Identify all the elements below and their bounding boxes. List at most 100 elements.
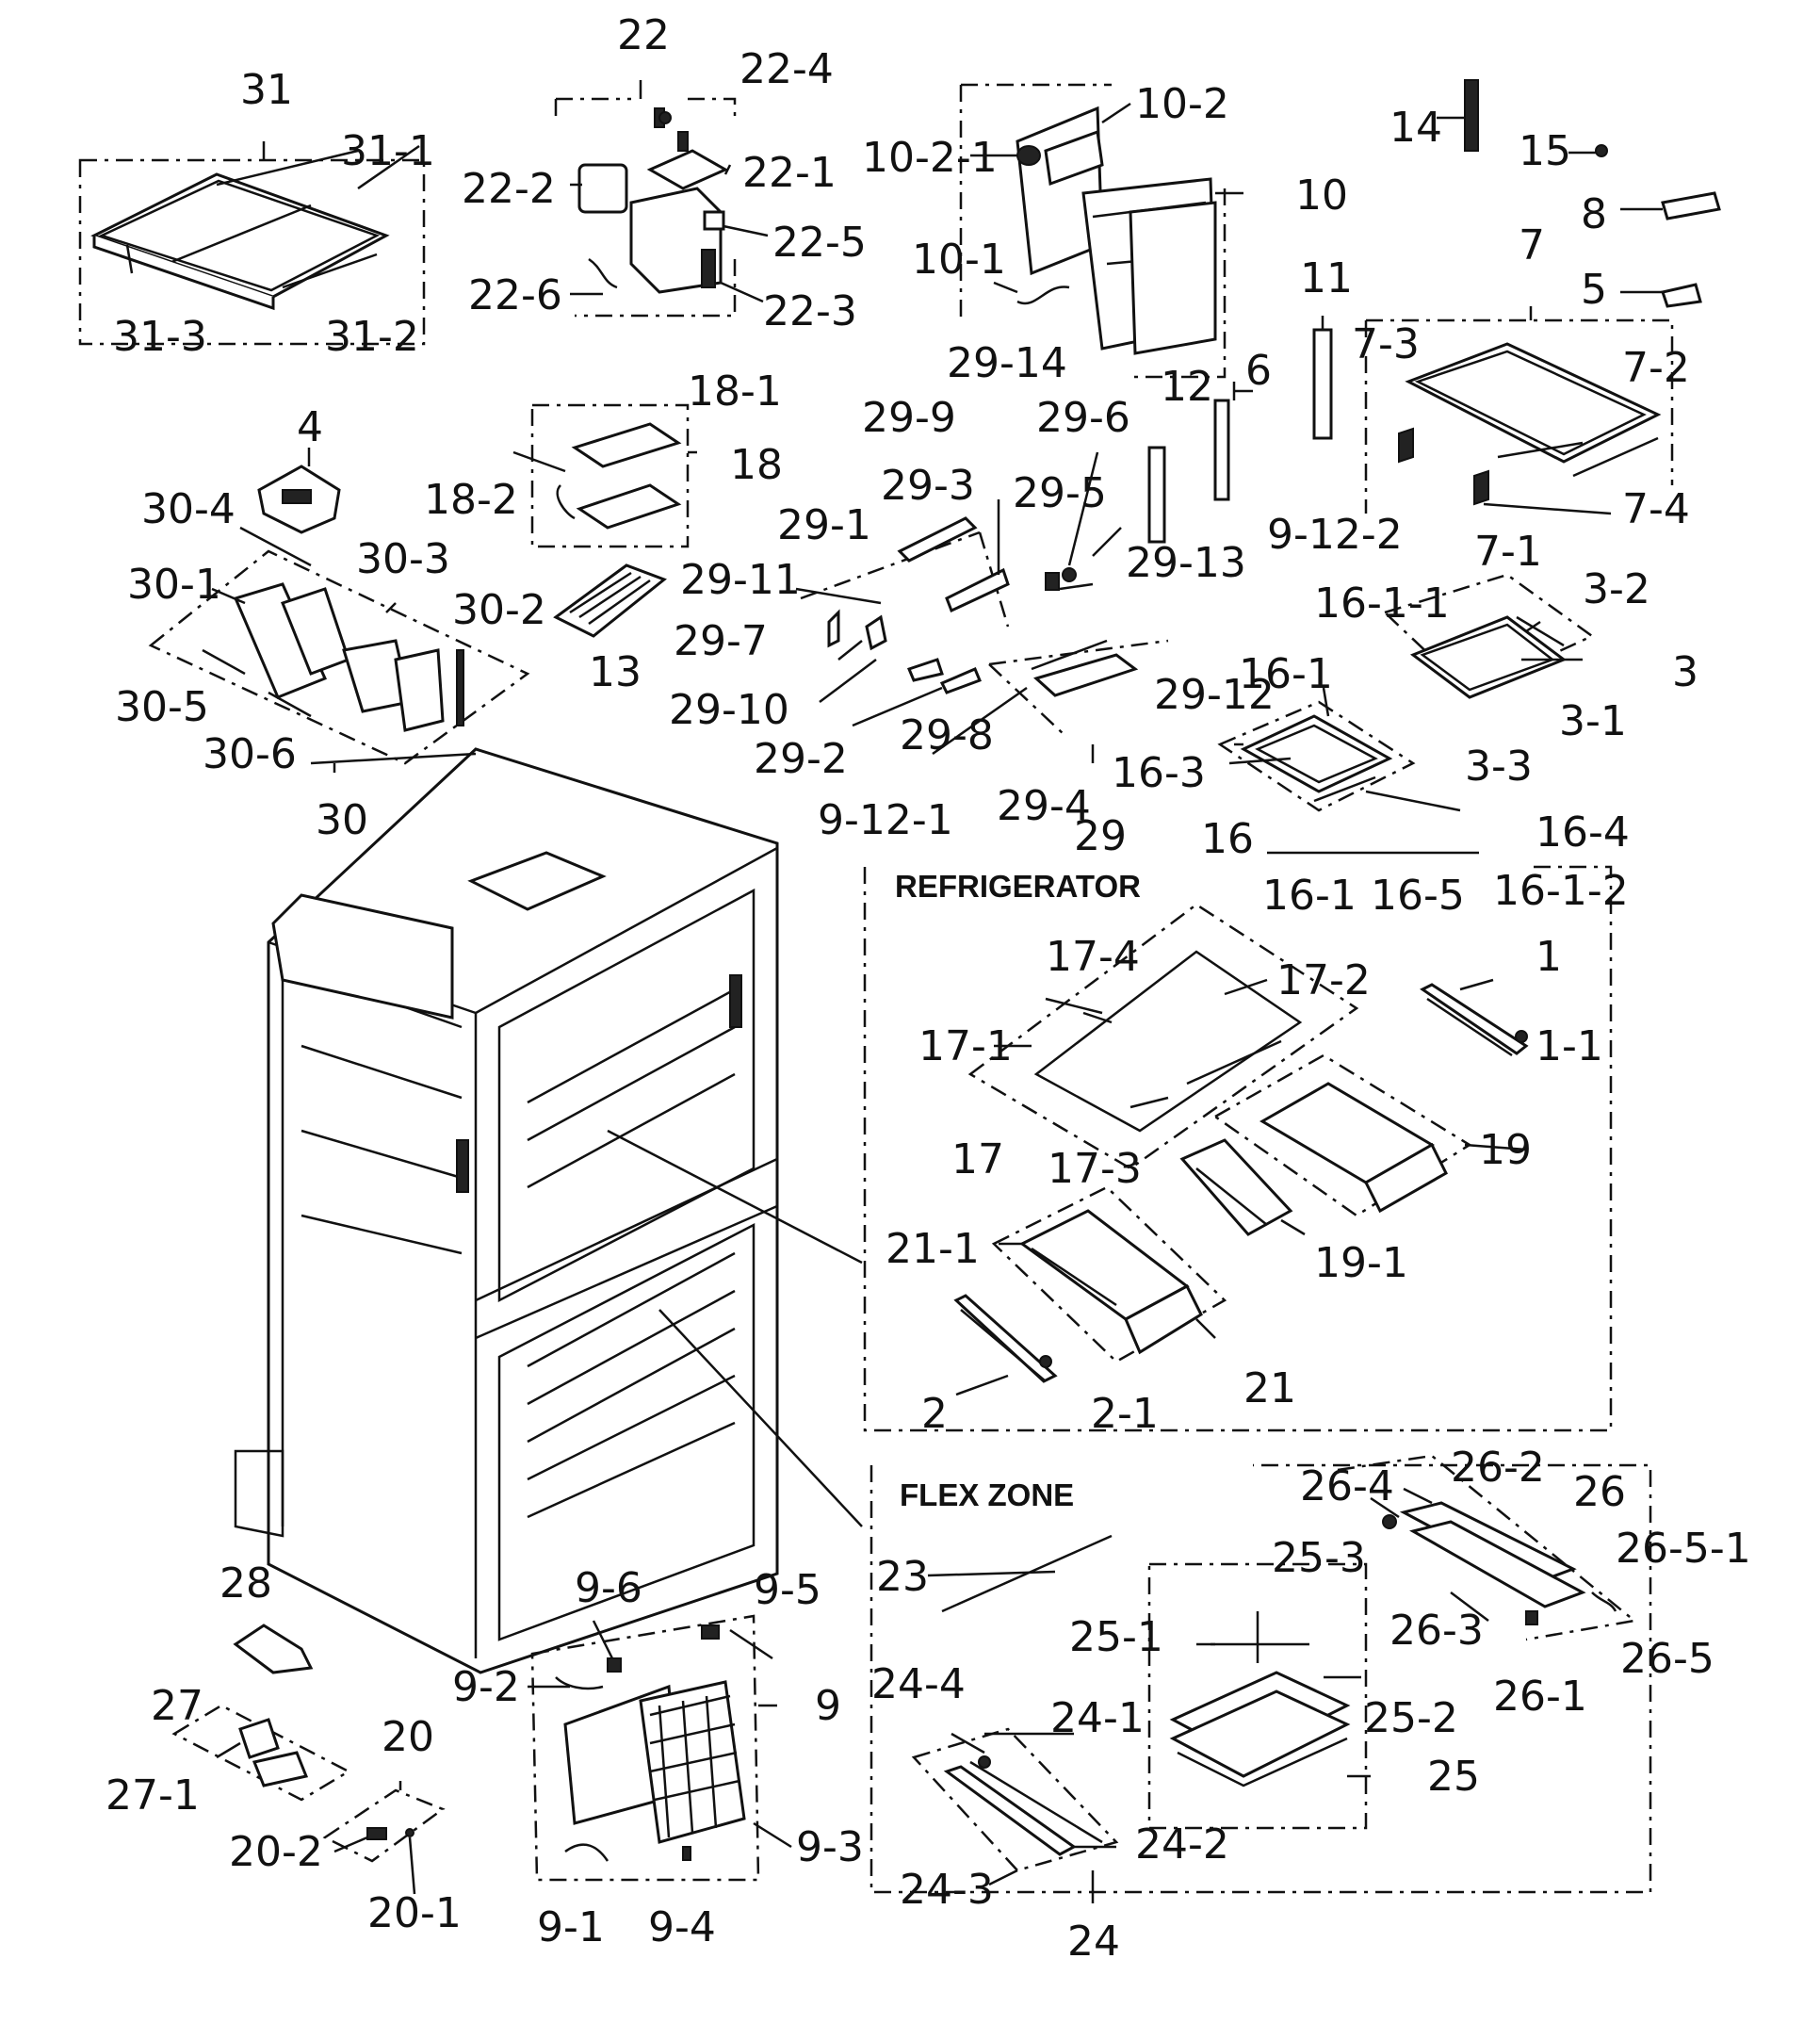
label-24-3: 24-3 — [900, 1866, 994, 1914]
label-26-3: 26-3 — [1389, 1607, 1484, 1655]
label-28: 28 — [219, 1559, 272, 1608]
parts-14-15-8-5 — [1437, 79, 1721, 308]
label-29-2: 29-2 — [754, 735, 848, 783]
part-13-filter — [553, 563, 667, 638]
label-17-1: 17-1 — [918, 1022, 1013, 1070]
label-3-3: 3-3 — [1465, 743, 1533, 791]
label-30-5: 30-5 — [115, 683, 209, 731]
part-20 — [322, 1781, 446, 1863]
label-23: 23 — [876, 1553, 929, 1601]
label-25-1: 25-1 — [1069, 1613, 1163, 1661]
label-30-1: 30-1 — [127, 561, 221, 609]
flex-zone-section: FLEX ZONE — [869, 1463, 1652, 1894]
label-9-4: 9-4 — [648, 1903, 716, 1951]
label-29: 29 — [1074, 812, 1127, 860]
label-25: 25 — [1427, 1753, 1480, 1801]
label-1: 1 — [1536, 933, 1562, 981]
label-20-1: 20-1 — [367, 1889, 462, 1937]
label-24-2: 24-2 — [1135, 1820, 1229, 1869]
label-20: 20 — [382, 1713, 434, 1761]
label-31-2: 31-2 — [325, 313, 419, 361]
label-16-3: 16-3 — [1112, 749, 1206, 797]
refrigerator-section: REFRIGERATOR — [863, 865, 1613, 1432]
label-29-7: 29-7 — [674, 617, 768, 665]
label-16: 16 — [1201, 815, 1254, 863]
label-30-3: 30-3 — [356, 535, 450, 583]
label-10-2: 10-2 — [1135, 80, 1229, 128]
label-24-1: 24-1 — [1050, 1694, 1145, 1742]
label-17-2: 17-2 — [1276, 956, 1371, 1004]
part-3-shelf — [1382, 573, 1595, 699]
label-18-1: 18-1 — [688, 367, 782, 416]
label-26-5-1: 26-5-1 — [1616, 1525, 1751, 1573]
label-14: 14 — [1389, 104, 1442, 152]
label-17-4: 17-4 — [1046, 933, 1140, 981]
label-24: 24 — [1067, 1918, 1120, 1966]
label-27: 27 — [151, 1682, 203, 1730]
label-10-1: 10-1 — [912, 236, 1006, 284]
label-7-1: 7-1 — [1474, 528, 1542, 576]
leader-lines — [125, 102, 1583, 1903]
part-9-evaporator — [530, 1614, 760, 1882]
label-9-1: 9-1 — [537, 1903, 605, 1951]
label-29-12: 29-12 — [1154, 671, 1275, 719]
label-30-6: 30-6 — [203, 730, 297, 778]
label-25-2: 25-2 — [1364, 1694, 1458, 1742]
label-26: 26 — [1573, 1468, 1626, 1516]
label-29-9: 29-9 — [862, 394, 956, 442]
label-31: 31 — [240, 66, 293, 114]
part-31-shelf — [78, 141, 426, 346]
part-26-rail — [1337, 1454, 1637, 1641]
label-16-4: 16-4 — [1536, 808, 1630, 857]
label-19-1: 19-1 — [1314, 1239, 1408, 1287]
label-12: 12 — [1161, 363, 1213, 411]
label-9-2: 9-2 — [452, 1663, 520, 1711]
label-4: 4 — [297, 403, 323, 451]
label-22-5: 22-5 — [772, 219, 867, 267]
label-20-2: 20-2 — [229, 1828, 323, 1876]
label-1-1: 1-1 — [1536, 1022, 1603, 1070]
label-3-1: 3-1 — [1559, 697, 1627, 745]
label-31-1: 31-1 — [341, 127, 435, 175]
label-9: 9 — [815, 1682, 841, 1730]
label-29-3: 29-3 — [881, 462, 975, 510]
label-19: 19 — [1479, 1126, 1532, 1174]
label-16-1-2: 16-1-2 — [1493, 867, 1629, 915]
label-29-10: 29-10 — [669, 686, 789, 734]
part-17-shelf — [967, 903, 1359, 1170]
flex-zone-section-title: FLEX ZONE — [900, 1477, 1074, 1512]
label-29-8: 29-8 — [900, 711, 994, 759]
part-16-shelf — [1217, 700, 1479, 855]
label-9-3: 9-3 — [796, 1823, 864, 1871]
label-29-1: 29-1 — [777, 501, 871, 549]
part-18 — [530, 403, 690, 548]
label-8: 8 — [1581, 190, 1607, 238]
label-17-3: 17-3 — [1048, 1145, 1142, 1193]
label-17: 17 — [951, 1135, 1004, 1183]
label-9-5: 9-5 — [754, 1566, 821, 1614]
label-10-2-1: 10-2-1 — [862, 134, 998, 182]
label-16-5: 16-5 — [1371, 872, 1465, 920]
label-31-3: 31-3 — [113, 313, 207, 361]
part-27 — [171, 1704, 351, 1802]
label-29-14: 29-14 — [947, 339, 1067, 387]
label-18: 18 — [730, 441, 783, 489]
part-21-drawer — [991, 1185, 1227, 1363]
part-30-icebucket — [148, 549, 530, 773]
part-1 — [1420, 983, 1529, 1057]
label-13: 13 — [589, 648, 642, 696]
label-21-1: 21-1 — [886, 1225, 980, 1273]
refrigerator-section-title: REFRIGERATOR — [895, 869, 1141, 904]
label-30-2: 30-2 — [452, 586, 546, 634]
label-29-13: 29-13 — [1126, 539, 1246, 587]
label-5: 5 — [1581, 266, 1607, 314]
part-10-dispenser — [959, 83, 1227, 379]
label-18-2: 18-2 — [424, 476, 518, 524]
label-29-6: 29-6 — [1036, 394, 1130, 442]
label-22-2: 22-2 — [462, 165, 556, 213]
label-22-3: 22-3 — [763, 287, 857, 335]
label-9-12-1: 9-12-1 — [818, 796, 953, 844]
label-22: 22 — [617, 11, 670, 59]
label-7-2: 7-2 — [1622, 344, 1690, 392]
label-21: 21 — [1243, 1364, 1296, 1412]
